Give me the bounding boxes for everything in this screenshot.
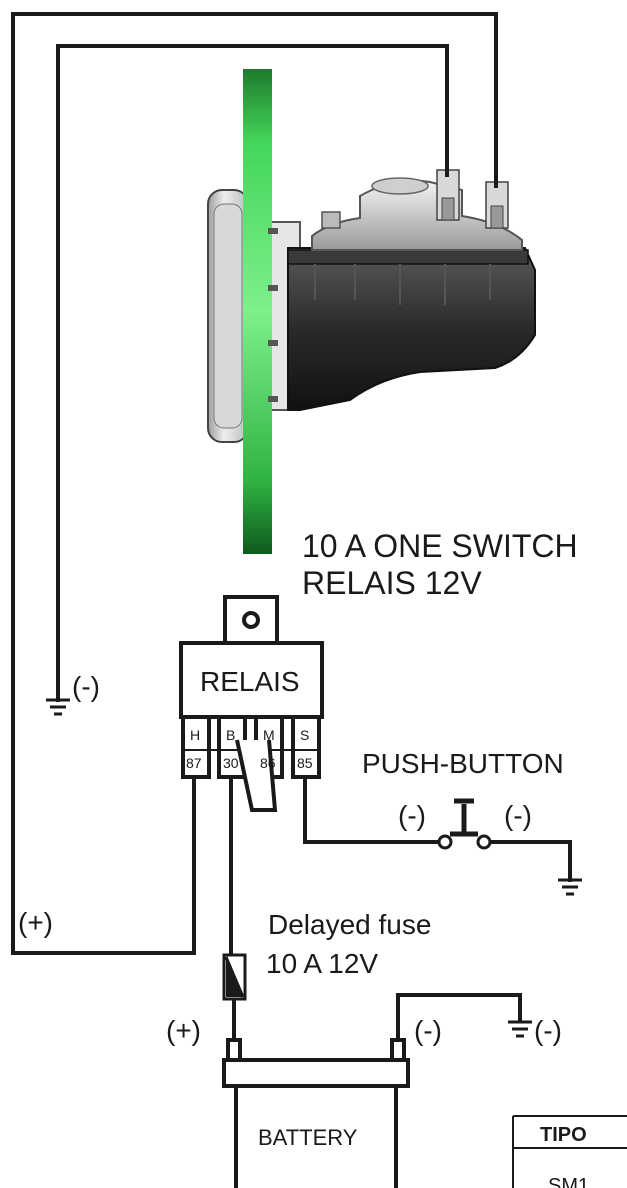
relay-spec-line1: 10 A ONE SWITCH <box>302 528 578 564</box>
relay-pin-85-number: 85 <box>297 755 313 771</box>
battery-positive-label: (+) <box>166 1015 201 1046</box>
battery-label: BATTERY <box>258 1125 358 1150</box>
ground-icon <box>46 698 70 716</box>
horn-ground-polarity: (-) <box>72 671 100 702</box>
relay-spec-line2: RELAIS 12V <box>302 565 482 601</box>
bracket-screws <box>268 228 278 402</box>
relay-pin-86-letter: M <box>263 727 275 743</box>
relay-mount-hole <box>242 611 260 629</box>
push-button-right-polarity: (-) <box>504 800 532 831</box>
ground-icon <box>558 878 582 896</box>
type-table <box>512 1115 627 1188</box>
battery-icon <box>222 1038 410 1188</box>
relay <box>179 595 324 812</box>
relay-pin-30-letter: B <box>226 727 235 743</box>
relay-pin-86-number: 86 <box>260 755 276 771</box>
relay-pin-87-letter: H <box>190 727 200 743</box>
mounting-bracket <box>243 69 272 554</box>
push-button-label: PUSH-BUTTON <box>362 748 564 779</box>
relay-pin-30-number: 30 <box>223 755 239 771</box>
fuse-icon <box>222 953 247 1001</box>
relay-pin-87 <box>181 715 211 779</box>
positive-horn-wire <box>11 12 498 955</box>
relay-jumper <box>235 739 278 812</box>
relay-body <box>179 641 324 719</box>
horn-icon <box>207 169 536 443</box>
push-button-left-polarity: (-) <box>398 800 426 831</box>
relay-pin-85-letter: S <box>300 727 309 743</box>
push-button-icon <box>437 798 492 850</box>
negative-horn-wire <box>56 44 449 702</box>
relay-pin-87-number: 87 <box>186 755 202 771</box>
switch-ground-wire <box>482 840 572 882</box>
fuse-label-line2: 10 A 12V <box>266 948 378 979</box>
battery-negative-label: (-) <box>414 1015 442 1046</box>
table-value: SM1 <box>548 1175 589 1188</box>
table-header: TIPO <box>540 1124 587 1146</box>
ground-icon <box>508 1020 532 1038</box>
relay-pin-85 <box>291 715 321 779</box>
fuse-label-line1: Delayed fuse <box>268 909 431 940</box>
battery-ground-polarity: (-) <box>534 1015 562 1046</box>
positive-feed-label: (+) <box>18 907 53 938</box>
battery-negative-wire <box>396 993 522 1044</box>
relay-name: RELAIS <box>200 666 300 697</box>
